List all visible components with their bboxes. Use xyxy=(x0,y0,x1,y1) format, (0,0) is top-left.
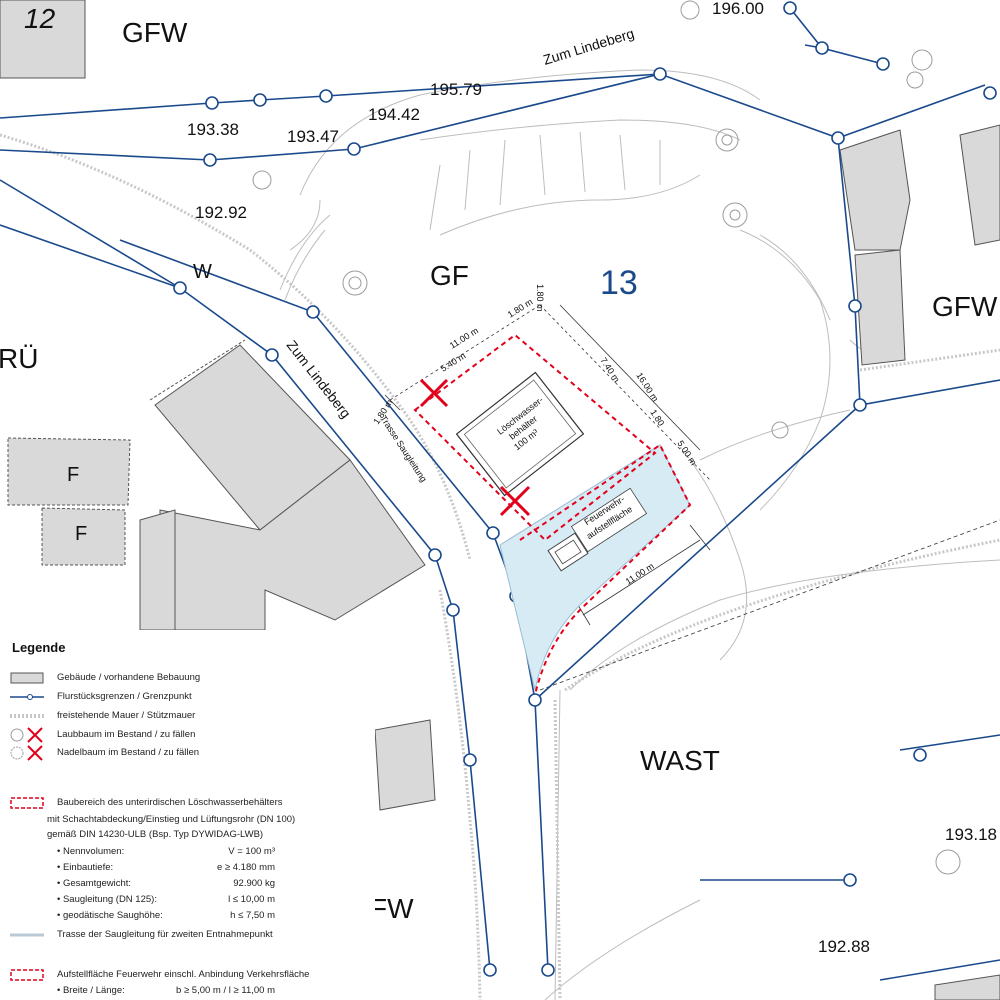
legend-label-tank-area: Baubereich des unterirdischen Löschwasse… xyxy=(57,797,283,808)
buildings-dashed xyxy=(7,437,131,566)
dim-5-00: 5.00 m xyxy=(675,439,698,468)
wall-swatch xyxy=(10,714,44,718)
fire-brigade-area xyxy=(499,444,691,691)
spec-row-2: • Gesamtgewicht:92.900 kg xyxy=(57,878,275,889)
dim-5-40: 5.40 m xyxy=(439,351,468,374)
tree-felled-cross-2 xyxy=(499,485,531,517)
trees xyxy=(252,0,961,875)
elevation-192-88: 192.88 xyxy=(818,937,870,956)
zone-f2: F xyxy=(75,523,87,545)
fire-spec-row: • Breite / Länge:b ≥ 5,00 m / l ≥ 11,00 … xyxy=(57,985,275,996)
dim-1-80-b: 1.80 m xyxy=(535,284,545,312)
spec-row-0: • Nennvolumen:V = 100 m³ xyxy=(57,846,275,857)
zone-gfw-right: GFW xyxy=(932,291,998,322)
legend-label-tank-area-2: mit Schachtabdeckung/Einstieg und Lüftun… xyxy=(47,814,296,825)
pipe-route-swatch xyxy=(10,933,44,937)
building-outline-dashed xyxy=(149,339,246,401)
dim-11-00-top: 11.00 m xyxy=(448,325,480,350)
street-label-top: Zum Lindeberg xyxy=(541,25,636,68)
legend-title: Legende xyxy=(12,640,66,655)
zone-fw-bottom: FW xyxy=(370,893,414,924)
zone-gf: GF xyxy=(430,260,469,291)
elevation-193-38: 193.38 xyxy=(187,120,239,139)
legend-label-deciduous: Laubbaum im Bestand / zu fällen xyxy=(57,729,196,740)
tank-building-area xyxy=(413,333,657,542)
walls xyxy=(0,133,1000,1000)
elevation-195-79: 195.79 xyxy=(430,80,482,99)
elevation-194-42: 194.42 xyxy=(368,105,420,124)
dim-11-00-bottom: 11.00 m xyxy=(624,561,656,587)
zone-ru: RÜ xyxy=(0,343,38,374)
legend-label-pipe: Trasse der Saugleitung für zweiten Entna… xyxy=(57,929,273,940)
spec-row-1: • Einbautiefe:e ≥ 4.180 mm xyxy=(57,862,275,873)
legend-label-buildings: Gebäude / vorhandene Bebauung xyxy=(57,672,201,683)
dim-7-40: 7.40 m xyxy=(598,356,621,385)
fire-area-sign xyxy=(570,487,648,553)
fire-area-boundary xyxy=(519,443,692,696)
fire-area-swatch xyxy=(10,969,44,981)
spec-row-4: • geodätische Saughöhe:h ≤ 7,50 m xyxy=(57,910,275,921)
deciduous-tree-icon xyxy=(10,727,43,743)
legend-label-boundaries: Flurstücksgrenzen / Grenzpunkt xyxy=(57,691,192,702)
conifer-tree-icon xyxy=(10,745,43,761)
legend-label-fire-area: Aufstellfläche Feuerwehr einschl. Anbind… xyxy=(57,969,310,980)
parcel-number-12: 12 xyxy=(24,3,56,34)
zone-w: W xyxy=(193,261,212,283)
legend-label-tank-area-3: gemäß DIN 14230-ULB (Bsp. Typ DYWIDAG-LW… xyxy=(47,829,264,840)
parcel-number-13: 13 xyxy=(600,264,638,302)
zone-wast: WAST xyxy=(640,745,720,776)
spec-row-3: • Saugleitung (DN 125):l ≤ 10,00 m xyxy=(57,894,275,905)
dim-1-80-c: 1.80 xyxy=(648,408,666,428)
zone-gfw-top: GFW xyxy=(122,17,188,48)
legend-label-walls: freistehende Mauer / Stützmauer xyxy=(57,710,196,721)
legend: Legende Gebäude / vorhandene Bebauung Fl… xyxy=(0,630,375,1000)
dim-16-00: 16.00 m xyxy=(634,371,660,404)
elevation-193-18: 193.18 xyxy=(945,825,997,844)
fire-truck-icon xyxy=(547,532,589,572)
boundary-swatch xyxy=(10,694,44,700)
elevation-193-47: 193.47 xyxy=(287,127,339,146)
elevation-196-00: 196.00 xyxy=(712,0,764,18)
dim-1-80-a: 1.80 m xyxy=(506,297,535,320)
building-swatch xyxy=(10,672,44,684)
elevation-192-92: 192.92 xyxy=(195,203,247,222)
tree-felled-cross-1 xyxy=(419,378,449,408)
tank-area-swatch xyxy=(10,797,44,809)
zone-f1: F xyxy=(67,464,79,486)
legend-label-conifer: Nadelbaum im Bestand / zu fällen xyxy=(57,747,200,758)
